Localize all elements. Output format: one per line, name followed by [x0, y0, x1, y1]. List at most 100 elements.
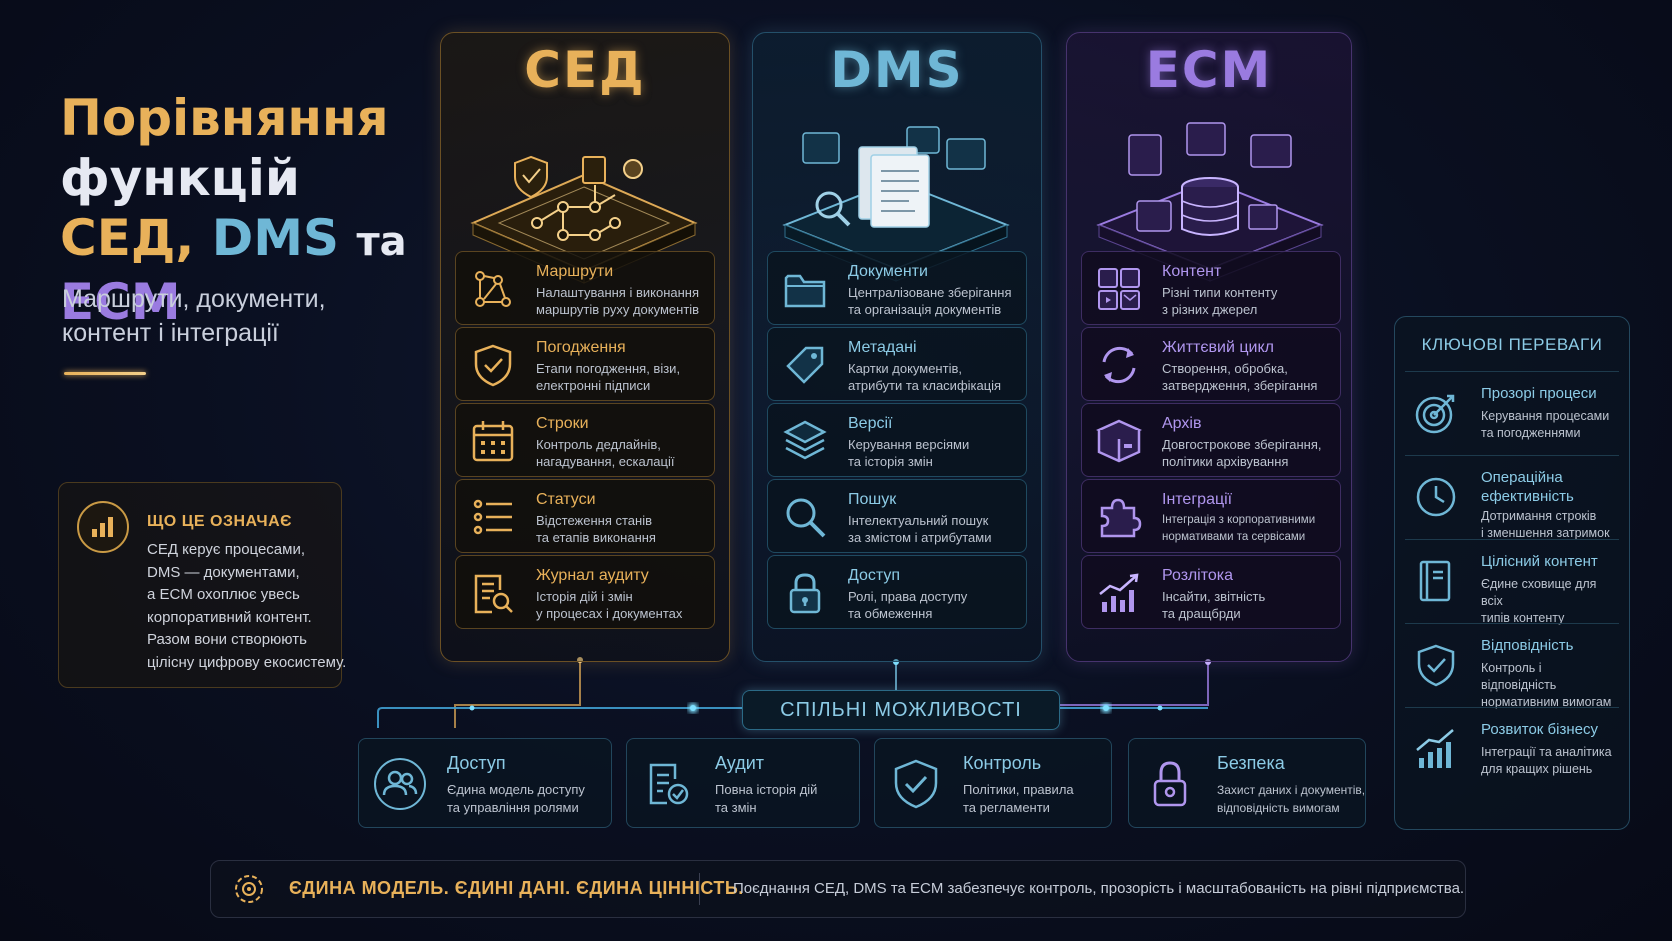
- info-line: цілісну цифрову екосистему.: [147, 653, 347, 671]
- info-line: корпоративний контент.: [147, 608, 312, 626]
- advantage-name: Відповідність: [1481, 636, 1617, 655]
- title-sed: СЕД,: [60, 209, 195, 267]
- shield-check-icon: [474, 344, 512, 387]
- card-desc-line: та змін: [715, 800, 757, 815]
- row-desc: Картки документів,атрибути та класифікац…: [848, 360, 1024, 394]
- layers-icon: [783, 420, 827, 460]
- row-desc-line: Довгострокове зберігання,: [1162, 437, 1322, 452]
- advantage-desc-line: нормативним вимогам: [1481, 695, 1612, 709]
- row-title: Статуси: [536, 491, 596, 508]
- document-check-icon: [649, 763, 689, 805]
- route-icon: [475, 271, 511, 307]
- row-title: Версії: [848, 415, 893, 432]
- card-desc-line: та регламенти: [963, 800, 1050, 815]
- row-desc: Контроль дедлайнів,нагадування, ескалаці…: [536, 436, 712, 470]
- analytics-chart-icon: [1099, 573, 1139, 612]
- advantages-title: КЛЮЧОВІ ПЕРЕВАГИ: [1421, 335, 1603, 354]
- ecm-row-archive: Архів Довгострокове зберігання,політики …: [1081, 403, 1341, 477]
- advantage-name-line: Прозорі процеси: [1481, 385, 1597, 402]
- info-text: СЕД керує процесами, DMS — документами, …: [147, 539, 347, 674]
- subtitle: Маршрути, документи, контент і інтеграці…: [62, 282, 382, 350]
- footer-text: Поєднання СЕД, DMS та ECM забезпечує кон…: [733, 880, 1465, 897]
- column-title-sed: СЕД: [524, 41, 646, 99]
- title-dms: DMS: [211, 209, 340, 267]
- advantage-name-line: Відповідність: [1481, 637, 1574, 654]
- footer-banner: ЄДИНА МОДЕЛЬ. ЄДИНІ ДАНІ. ЄДИНА ЦІННІСТЬ…: [210, 860, 1466, 918]
- advantage-desc-line: та погодженнями: [1481, 426, 1581, 440]
- common-card-security: Безпека Захист даних і документів,відпов…: [1128, 738, 1366, 828]
- sed-row-approval: Погодження Етапи погодження, візи,електр…: [455, 327, 715, 401]
- row-desc-line: нагадування, ескалації: [536, 454, 675, 469]
- advantage-name: Розвиток бізнесу: [1481, 720, 1617, 739]
- row-title: Розлітока: [1162, 567, 1234, 584]
- footer-divider: [699, 873, 700, 905]
- row-desc-line: Історія дій і змін: [536, 589, 633, 604]
- row-title: Інтеграції: [1162, 491, 1233, 508]
- card-desc-line: Захист даних і документів,: [1217, 783, 1366, 797]
- info-line: СЕД керує процесами,: [147, 541, 306, 558]
- folder-icon: [784, 274, 826, 308]
- row-desc-line: та організація документів: [848, 302, 1002, 317]
- growth-chart-icon: [1416, 729, 1454, 768]
- title-underline: [64, 372, 146, 375]
- card-desc-line: Повна історія дій: [715, 782, 818, 797]
- title-ta: та: [356, 219, 407, 265]
- advantage-desc-line: і зменшення затримок: [1481, 526, 1610, 540]
- row-desc-line: Інтелектуальний пошук: [848, 513, 989, 528]
- key-advantages-panel: КЛЮЧОВІ ПЕРЕВАГИ Прозорі процеси Керуван…: [1394, 316, 1630, 830]
- ecm-row-lifecycle: Життєвий цикл Створення, обробка,затверд…: [1081, 327, 1341, 401]
- card-desc: Повна історія дій та змін: [715, 781, 865, 817]
- row-title: Доступ: [848, 567, 901, 584]
- archive-box-icon: [1096, 419, 1142, 463]
- advantage-name-line: Цілісний контент: [1481, 553, 1598, 570]
- target-icon: [1415, 394, 1455, 434]
- advantage-desc-line: для кращих рішень: [1481, 762, 1593, 776]
- advantage-desc-line: Єдине сховище для всіх: [1481, 577, 1597, 608]
- lifecycle-icon: [1102, 346, 1136, 384]
- sed-row-deadlines: Строки Контроль дедлайнів,нагадування, е…: [455, 403, 715, 477]
- row-title: Строки: [536, 415, 589, 432]
- row-desc-line: та історія змін: [848, 454, 933, 469]
- row-desc-line: Етапи погодження, візи,: [536, 361, 681, 376]
- card-desc-line: Єдина модель доступу: [447, 782, 585, 797]
- shield-check-icon: [894, 759, 938, 809]
- card-title: Контроль: [963, 753, 1042, 773]
- advantage-desc-line: типів контенту: [1481, 611, 1565, 625]
- lock-icon: [789, 573, 821, 614]
- card-desc: Захист даних і документів, відповідність …: [1217, 781, 1367, 817]
- row-desc: Централізоване зберігання та організація …: [848, 284, 1024, 318]
- common-capabilities-label: СПІЛЬНІ МОЖЛИВОСТІ: [742, 690, 1060, 730]
- row-desc-line: Створення, обробка,: [1162, 361, 1288, 376]
- padlock-icon: [1153, 761, 1187, 807]
- card-title: Доступ: [447, 753, 506, 773]
- list-icon: [473, 499, 512, 535]
- card-desc-line: відповідність вимогам: [1217, 801, 1340, 815]
- book-icon: [1419, 560, 1451, 602]
- advantage-name-line: ефективність: [1481, 488, 1574, 505]
- row-desc-line: Інтеграція з корпоративними: [1162, 514, 1316, 526]
- row-desc-line: затвердження, зберігання: [1162, 378, 1318, 393]
- advantage-name: Прозорі процеси: [1481, 384, 1617, 403]
- row-desc-line: Централізоване зберігання: [848, 285, 1012, 300]
- subtitle-line-2: контент і інтеграції: [62, 319, 279, 347]
- column-title-ecm: ECM: [1145, 41, 1273, 99]
- shield-check-icon: [1417, 644, 1455, 687]
- advantage-desc-line: Контроль і відповідність: [1481, 661, 1557, 692]
- row-desc-line: та обмеження: [848, 606, 933, 621]
